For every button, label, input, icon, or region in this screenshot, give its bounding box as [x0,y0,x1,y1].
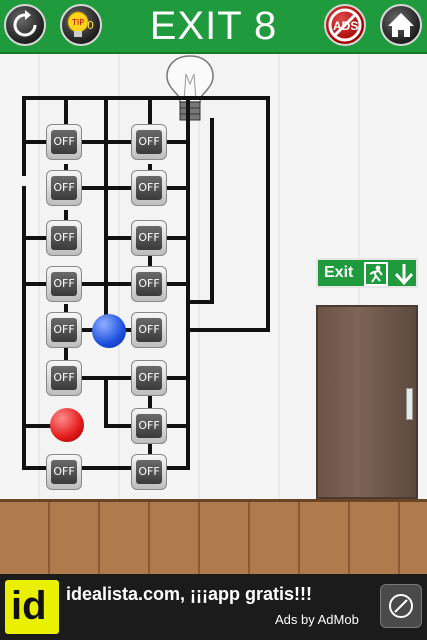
switch-r8-left[interactable]: OFF [46,454,82,490]
running-man-icon [364,262,388,286]
light-bulb-icon [166,55,214,121]
switch-r5-left[interactable]: OFF [46,312,82,348]
switch-r2-right[interactable]: OFF [131,170,167,206]
switch-r7-right[interactable]: OFF [131,408,167,444]
switch-r6-left[interactable]: OFF [46,360,82,396]
no-ads-button[interactable]: ADS [324,4,366,46]
ad-logo: id [5,580,59,634]
compass-icon [389,594,413,618]
switch-r1-right[interactable]: OFF [131,124,167,160]
blue-ball[interactable] [92,314,126,348]
switch-r1-left[interactable]: OFF [46,124,82,160]
switch-r2-left[interactable]: OFF [46,170,82,206]
home-button[interactable] [380,4,422,46]
home-icon [388,13,414,37]
ad-open-button[interactable] [380,584,422,628]
restart-icon [13,10,37,37]
exit-sign: Exit [316,258,418,288]
switch-r5-right[interactable]: OFF [131,312,167,348]
door-handle[interactable] [406,388,413,420]
switch-r3-right[interactable]: OFF [131,220,167,256]
exit-door[interactable] [316,305,418,499]
arrow-down-icon [394,264,414,286]
tip-bulb-icon: TIP [67,11,89,37]
exit-sign-label: Exit [324,264,354,281]
ad-subtitle: Ads by AdMob [275,612,359,627]
page-title: EXIT 8 [149,4,278,48]
wood-floor [0,499,427,574]
switch-r4-left[interactable]: OFF [46,266,82,302]
top-bar: TIP 0 EXIT 8 ADS [0,0,427,54]
restart-button[interactable] [4,4,46,46]
ad-banner[interactable]: id idealista.com, ¡¡¡app gratis!!! Ads b… [0,574,427,640]
tip-label: TIP [71,18,84,27]
no-ads-icon: ADS [328,8,362,42]
switch-r4-right[interactable]: OFF [131,266,167,302]
red-ball[interactable] [50,408,84,442]
tip-count: 0 [87,19,94,32]
switch-r6-right[interactable]: OFF [131,360,167,396]
switch-r3-left[interactable]: OFF [46,220,82,256]
ad-title: idealista.com, ¡¡¡app gratis!!! [66,584,313,604]
ads-label: ADS [333,19,358,33]
tip-button[interactable]: TIP [60,4,102,46]
switch-r8-right[interactable]: OFF [131,454,167,490]
